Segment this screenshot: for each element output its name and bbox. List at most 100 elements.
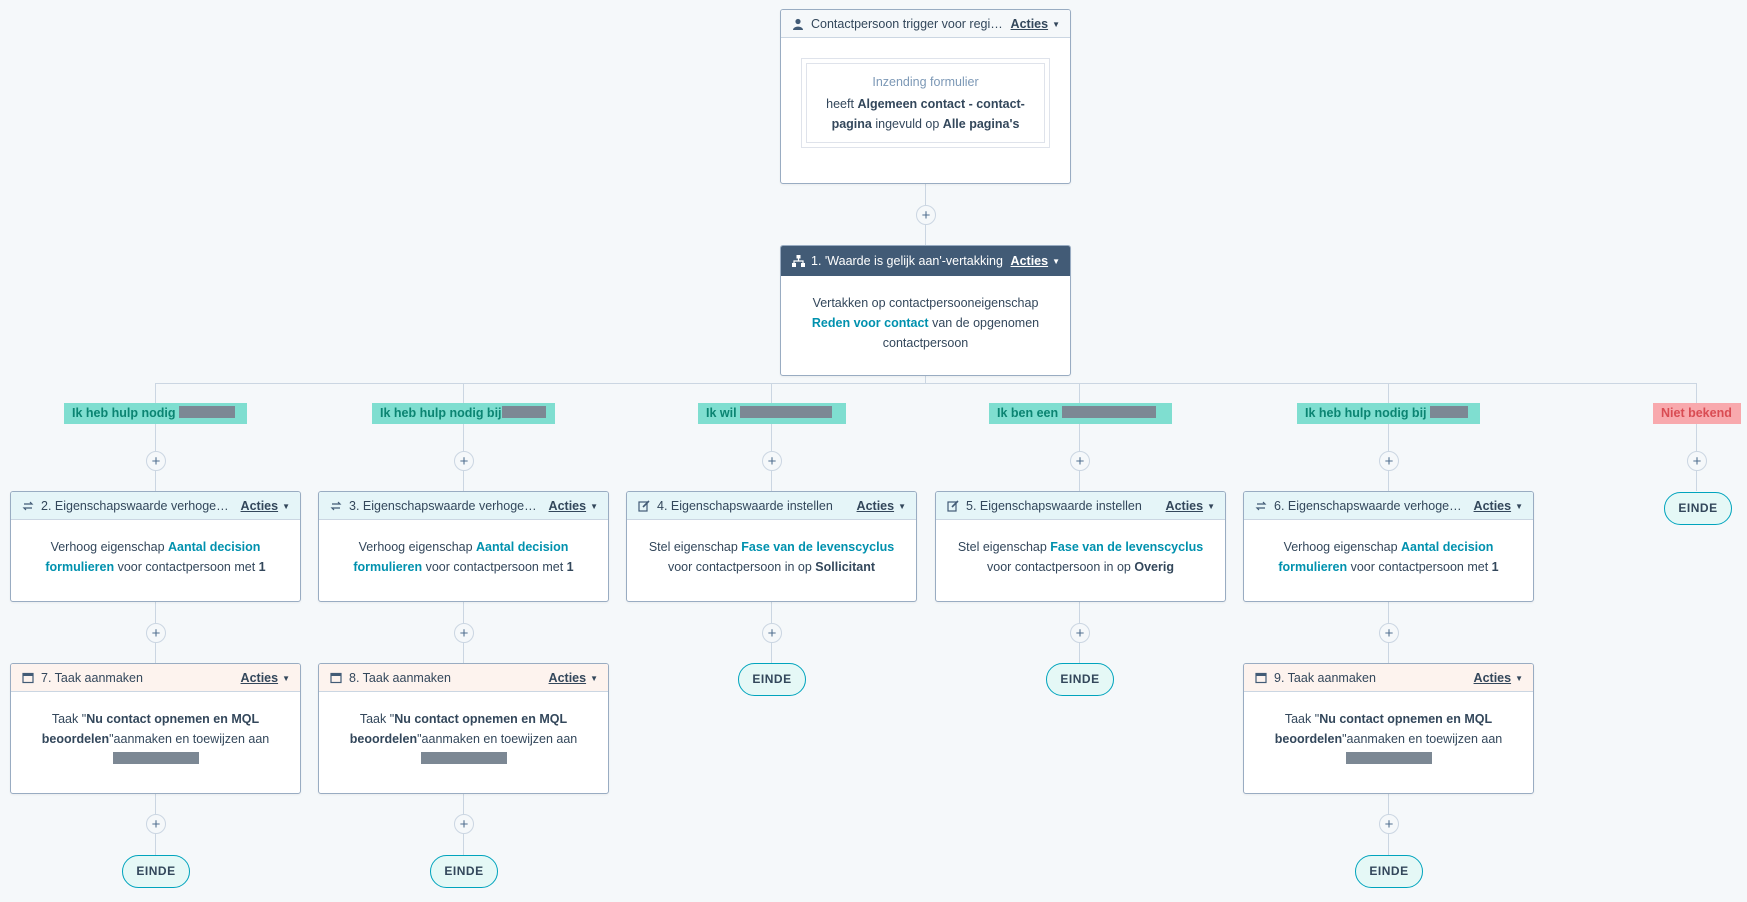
- property-link[interactable]: Fase van de levenscyclus: [1050, 540, 1204, 554]
- end-node: EINDE: [1046, 663, 1114, 696]
- trigger-title: Contactpersoon trigger voor regis...: [811, 16, 1005, 31]
- caret-down-icon: ▼: [1052, 19, 1060, 29]
- branch-actions-dropdown[interactable]: Acties▼: [1010, 253, 1060, 268]
- caret-down-icon: ▼: [282, 501, 290, 511]
- contact-person-icon: [791, 17, 805, 31]
- task-card-header: 7. Taak aanmaken Acties▼: [11, 664, 300, 692]
- property-link[interactable]: Aantal decision formulieren: [45, 540, 261, 574]
- action-card-2[interactable]: 2. Eigenschapswaarde verhogen o... Actie…: [10, 491, 301, 602]
- add-action-button[interactable]: +: [146, 451, 166, 471]
- add-action-button[interactable]: +: [1687, 451, 1707, 471]
- property-link[interactable]: Aantal decision formulieren: [353, 540, 569, 574]
- action-card-5[interactable]: 5. Eigenschapswaarde instellen Acties▼ S…: [935, 491, 1226, 602]
- action-description: Stel eigenschap Fase van de levenscyclus…: [957, 540, 1204, 574]
- add-action-button[interactable]: +: [454, 623, 474, 643]
- action-card-header: 3. Eigenschapswaarde verhogen o... Actie…: [319, 492, 608, 520]
- property-link[interactable]: Aantal decision formulieren: [1278, 540, 1494, 574]
- action-description: Verhoog eigenschap Aantal decision formu…: [353, 540, 574, 574]
- action-actions-dropdown[interactable]: Acties▼: [240, 498, 290, 513]
- property-link[interactable]: Fase van de levenscyclus: [741, 540, 895, 554]
- branch-title: 1. 'Waarde is gelijk aan'-vertakking: [811, 253, 1003, 268]
- action-title: 6. Eigenschapswaarde verhogen o...: [1274, 498, 1468, 513]
- trigger-card[interactable]: Contactpersoon trigger voor regis... Act…: [780, 9, 1071, 184]
- add-action-button[interactable]: +: [454, 814, 474, 834]
- task-card-8[interactable]: 8. Taak aanmaken Acties▼ Taak "Nu contac…: [318, 663, 609, 794]
- add-action-button[interactable]: +: [762, 451, 782, 471]
- branch-card[interactable]: 1. 'Waarde is gelijk aan'-vertakking Act…: [780, 245, 1071, 376]
- caret-down-icon: ▼: [282, 673, 290, 683]
- action-title: 5. Eigenschapswaarde instellen: [966, 498, 1142, 513]
- trigger-card-header: Contactpersoon trigger voor regis... Act…: [781, 10, 1070, 38]
- action-actions-dropdown[interactable]: Acties▼: [548, 498, 598, 513]
- add-action-button[interactable]: +: [146, 623, 166, 643]
- trigger-pages: Alle pagina's: [942, 117, 1020, 131]
- branch-label-2[interactable]: Ik heb hulp nodig bij: [372, 403, 555, 424]
- add-action-button[interactable]: +: [1379, 623, 1399, 643]
- task-icon: [329, 671, 343, 685]
- action-description: Stel eigenschap Fase van de levenscyclus…: [648, 540, 895, 574]
- add-action-button[interactable]: +: [1070, 451, 1090, 471]
- add-action-button[interactable]: +: [762, 623, 782, 643]
- action-title: 2. Eigenschapswaarde verhogen o...: [41, 498, 235, 513]
- add-action-button[interactable]: +: [1070, 623, 1090, 643]
- branch-label-unknown[interactable]: Niet bekend: [1653, 403, 1741, 424]
- trigger-actions-dropdown[interactable]: Acties▼: [1010, 16, 1060, 31]
- branch-label-1[interactable]: Ik heb hulp nodig: [64, 403, 247, 424]
- task-actions-dropdown[interactable]: Acties▼: [1473, 670, 1523, 685]
- task-title: 9. Taak aanmaken: [1274, 670, 1376, 685]
- branch-property-link[interactable]: Reden voor contact: [811, 316, 929, 330]
- redacted-text: [501, 406, 546, 418]
- task-card-header: 8. Taak aanmaken Acties▼: [319, 664, 608, 692]
- task-description: Taak "Nu contact opnemen en MQL beoordel…: [1244, 692, 1533, 786]
- action-card-header: 6. Eigenschapswaarde verhogen o... Actie…: [1244, 492, 1533, 520]
- action-card-6[interactable]: 6. Eigenschapswaarde verhogen o... Actie…: [1243, 491, 1534, 602]
- action-card-4[interactable]: 4. Eigenschapswaarde instellen Acties▼ S…: [626, 491, 917, 602]
- branch-description: Vertakken op contactpersooneigenschap Re…: [811, 296, 1040, 350]
- action-card-3[interactable]: 3. Eigenschapswaarde verhogen o... Actie…: [318, 491, 609, 602]
- trigger-filter[interactable]: Inzending formulier heeft Algemeen conta…: [806, 63, 1045, 143]
- add-action-button[interactable]: +: [1379, 814, 1399, 834]
- redacted-text: [112, 752, 199, 764]
- action-actions-dropdown[interactable]: Acties▼: [856, 498, 906, 513]
- end-node: EINDE: [1355, 855, 1423, 888]
- task-actions-dropdown[interactable]: Acties▼: [240, 670, 290, 685]
- action-description: Verhoog eigenschap Aantal decision formu…: [1278, 540, 1499, 574]
- task-card-9[interactable]: 9. Taak aanmaken Acties▼ Taak "Nu contac…: [1243, 663, 1534, 794]
- trigger-text-has: heeft: [826, 97, 854, 111]
- redacted-text: [740, 406, 833, 418]
- action-title: 3. Eigenschapswaarde verhogen o...: [349, 498, 543, 513]
- caret-down-icon: ▼: [590, 501, 598, 511]
- action-actions-dropdown[interactable]: Acties▼: [1473, 498, 1523, 513]
- task-description: Taak "Nu contact opnemen en MQL beoordel…: [11, 692, 300, 786]
- trigger-text-filled: ingevuld op: [875, 117, 940, 131]
- task-actions-dropdown[interactable]: Acties▼: [548, 670, 598, 685]
- end-node: EINDE: [122, 855, 190, 888]
- action-title: 4. Eigenschapswaarde instellen: [657, 498, 833, 513]
- add-action-button[interactable]: +: [916, 205, 936, 225]
- branch-label-5[interactable]: Ik heb hulp nodig bij: [1297, 403, 1480, 424]
- form-submission-heading: Inzending formulier: [872, 75, 979, 89]
- redacted-text: [1345, 752, 1432, 764]
- add-action-button[interactable]: +: [454, 451, 474, 471]
- add-action-button[interactable]: +: [1379, 451, 1399, 471]
- swap-arrows-icon: [1254, 499, 1268, 513]
- task-title: 7. Taak aanmaken: [41, 670, 143, 685]
- task-description: Taak "Nu contact opnemen en MQL beoordel…: [319, 692, 608, 786]
- action-description: Verhoog eigenschap Aantal decision formu…: [45, 540, 266, 574]
- branch-label-3[interactable]: Ik wil: [698, 403, 846, 424]
- caret-down-icon: ▼: [898, 501, 906, 511]
- branch-label-4[interactable]: Ik ben een: [989, 403, 1172, 424]
- swap-arrows-icon: [329, 499, 343, 513]
- task-card-7[interactable]: 7. Taak aanmaken Acties▼ Taak "Nu contac…: [10, 663, 301, 794]
- action-actions-dropdown[interactable]: Acties▼: [1165, 498, 1215, 513]
- trigger-filter-outer: Inzending formulier heeft Algemeen conta…: [801, 58, 1050, 148]
- task-icon: [21, 671, 35, 685]
- end-node: EINDE: [1664, 492, 1732, 525]
- task-title: 8. Taak aanmaken: [349, 670, 451, 685]
- action-card-header: 4. Eigenschapswaarde instellen Acties▼: [627, 492, 916, 520]
- redacted-text: [1430, 406, 1468, 418]
- trigger-form-name: Algemeen contact - contact-pagina: [831, 97, 1025, 131]
- add-action-button[interactable]: +: [146, 814, 166, 834]
- edit-icon: [637, 499, 651, 513]
- caret-down-icon: ▼: [1515, 501, 1523, 511]
